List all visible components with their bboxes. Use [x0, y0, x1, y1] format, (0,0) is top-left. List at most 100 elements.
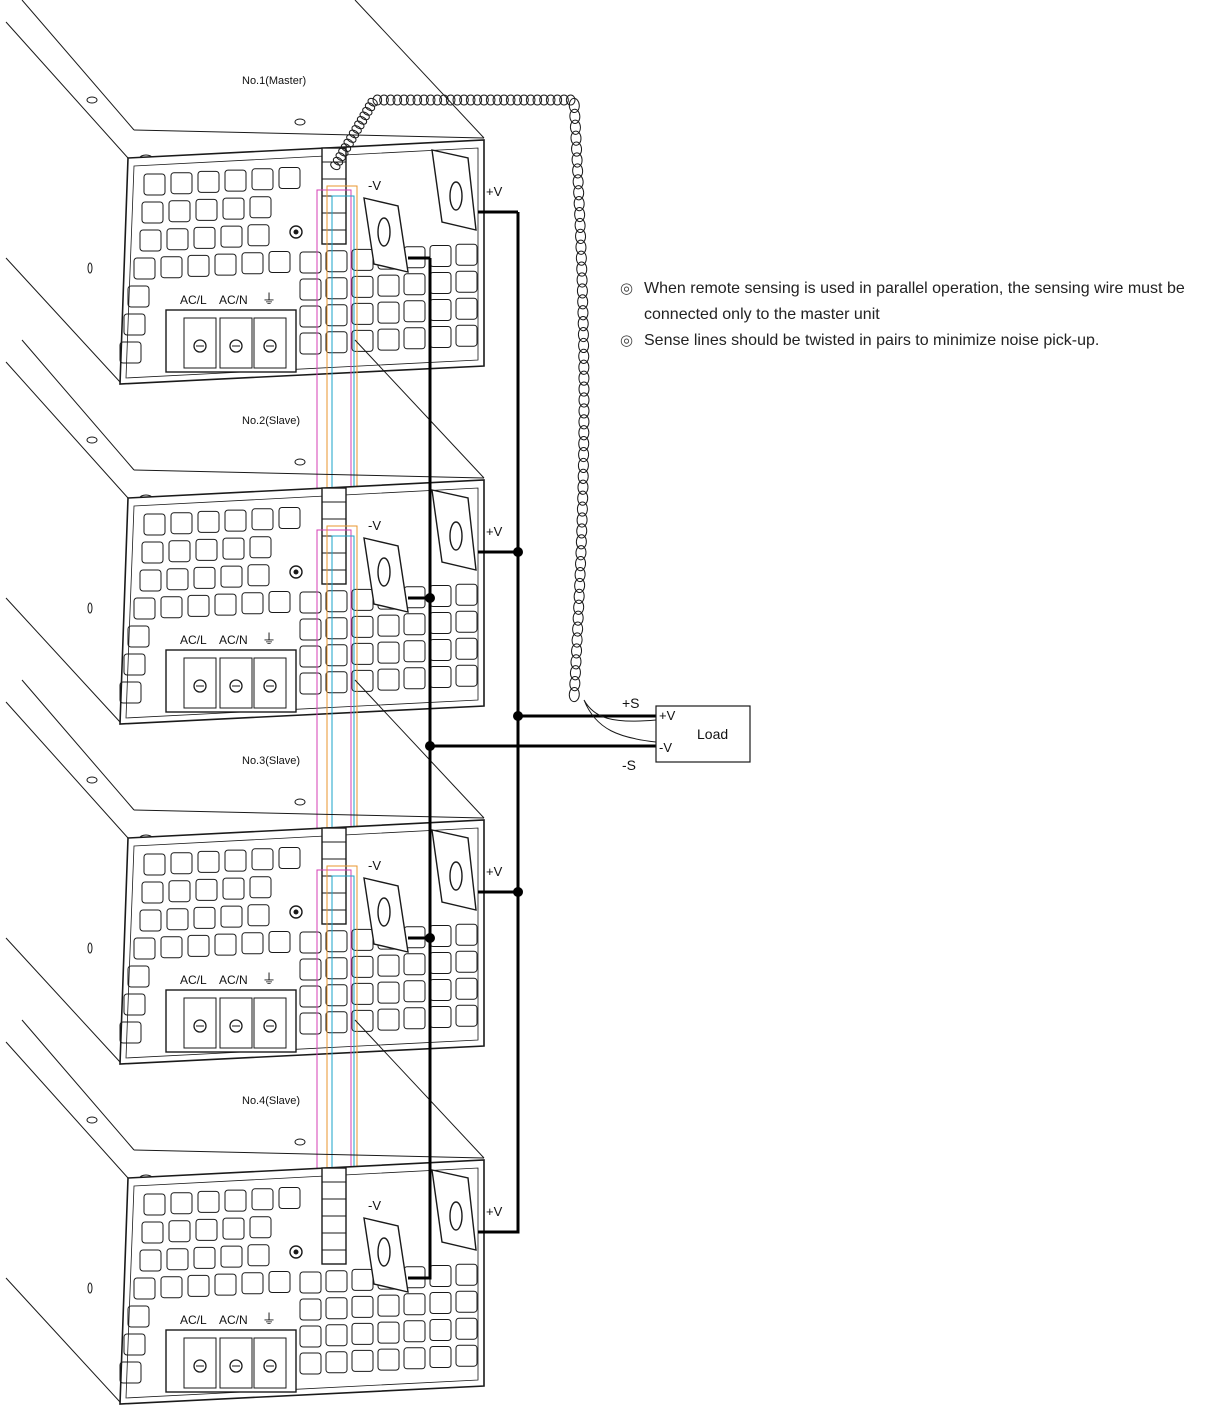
twist-loop — [572, 610, 584, 626]
vent-slot — [299, 332, 322, 355]
twist-loop — [354, 120, 365, 130]
pos-terminal-hole — [449, 861, 463, 891]
ground-icon: ⏚ — [262, 971, 276, 987]
note-twisted-pairs: ◎ Sense lines should be twisted in pairs… — [620, 328, 1220, 354]
vent-slot — [195, 198, 218, 221]
ac-terminal-slot — [183, 1337, 217, 1389]
vent-slot — [455, 1263, 478, 1286]
vent-slot — [299, 591, 322, 614]
vent-slot — [351, 1009, 374, 1032]
vent-slot — [325, 644, 348, 667]
vent-slot — [455, 297, 478, 320]
acn-label: AC/N — [219, 633, 248, 647]
vent-slot — [249, 196, 272, 219]
vent-slot — [377, 668, 400, 691]
housing-edge-lines — [5, 339, 485, 723]
vent-slot — [455, 977, 478, 1000]
ac-terminal-slot — [219, 317, 253, 369]
housing-edge-lines — [5, 0, 485, 383]
twist-loop — [573, 588, 585, 604]
vent-slot — [143, 513, 166, 536]
vent-slot — [455, 1317, 478, 1340]
vent-slot — [160, 596, 183, 619]
pos-junction-dot — [513, 547, 523, 557]
vent-slot — [249, 876, 272, 899]
twist-loop — [575, 534, 587, 550]
vent-slot — [455, 324, 478, 347]
twist-loop — [578, 370, 590, 386]
vent-slot — [268, 591, 291, 613]
neg-bus-line — [408, 258, 432, 1280]
vent-slot — [187, 1274, 210, 1297]
vent-slot — [220, 225, 243, 248]
load-neg-label: -V — [659, 740, 672, 755]
vent-slot — [139, 569, 162, 592]
ac-terminal-block — [165, 989, 297, 1053]
twist-loop — [425, 94, 436, 106]
vent-slot — [325, 984, 348, 1007]
vent-slot — [222, 1217, 245, 1240]
vent-slot — [351, 275, 374, 298]
vent-slot — [224, 509, 247, 532]
twist-loop — [338, 147, 349, 157]
vent-slot — [166, 568, 189, 591]
vent-slot — [377, 1294, 400, 1317]
mount-hole — [87, 942, 93, 954]
ac-terminal-block — [165, 649, 297, 713]
vent-slot — [127, 1305, 150, 1328]
pos-terminal-label: +V — [486, 524, 503, 539]
acl-label: AC/L — [180, 293, 207, 307]
twist-loop — [532, 94, 543, 106]
twist-loop — [364, 102, 376, 112]
vent-slot — [351, 1322, 374, 1345]
vent-slot — [195, 538, 218, 561]
vent-slot — [187, 254, 210, 277]
vent-slot — [299, 251, 322, 274]
twist-loop — [572, 174, 584, 190]
twist-loop — [512, 94, 523, 106]
adjust-pot-icon — [289, 905, 303, 919]
vent-slot — [455, 923, 478, 946]
vent-slot — [299, 618, 322, 641]
neg-terminal-label: -V — [368, 178, 381, 193]
twist-loop — [545, 94, 556, 106]
vent-slot — [325, 277, 348, 300]
vent-slot — [133, 257, 156, 280]
neg-terminal-bracket — [363, 877, 409, 953]
twist-loop — [569, 108, 581, 124]
vent-slot — [325, 1011, 348, 1034]
notes-block: ◎ When remote sensing is used in paralle… — [620, 276, 1220, 354]
pos-terminal-hole — [449, 181, 463, 211]
vent-slot — [299, 1012, 322, 1035]
twist-loop — [332, 156, 344, 166]
vent-slot — [166, 1248, 189, 1271]
vent-slot — [220, 565, 243, 588]
vent-slot — [241, 932, 264, 955]
terminal-screw-icon — [193, 1359, 207, 1373]
twist-loop — [525, 94, 536, 106]
vent-slot — [351, 669, 374, 692]
twist-loop — [576, 272, 588, 288]
vent-slot — [403, 1007, 426, 1030]
twist-loop — [568, 686, 580, 703]
vent-slot — [195, 1218, 218, 1241]
twist-loop — [571, 643, 583, 659]
terminal-screw-icon — [229, 679, 243, 693]
vent-slot — [455, 1344, 478, 1367]
terminal-screw-icon — [229, 1019, 243, 1033]
vent-slot — [455, 637, 478, 660]
vent-slot — [249, 536, 272, 559]
acn-label: AC/N — [219, 973, 248, 987]
vent-slot — [429, 1292, 452, 1314]
note-text: When remote sensing is used in parallel … — [644, 280, 1185, 323]
twist-loop — [568, 97, 580, 114]
twist-loop — [574, 577, 586, 594]
vent-slot — [351, 982, 374, 1005]
mount-hole — [87, 602, 93, 614]
vent-slot — [193, 1246, 216, 1269]
pos-terminal-bracket — [431, 149, 477, 231]
sense-wire-ends — [583, 699, 657, 743]
vent-slot — [351, 302, 374, 325]
